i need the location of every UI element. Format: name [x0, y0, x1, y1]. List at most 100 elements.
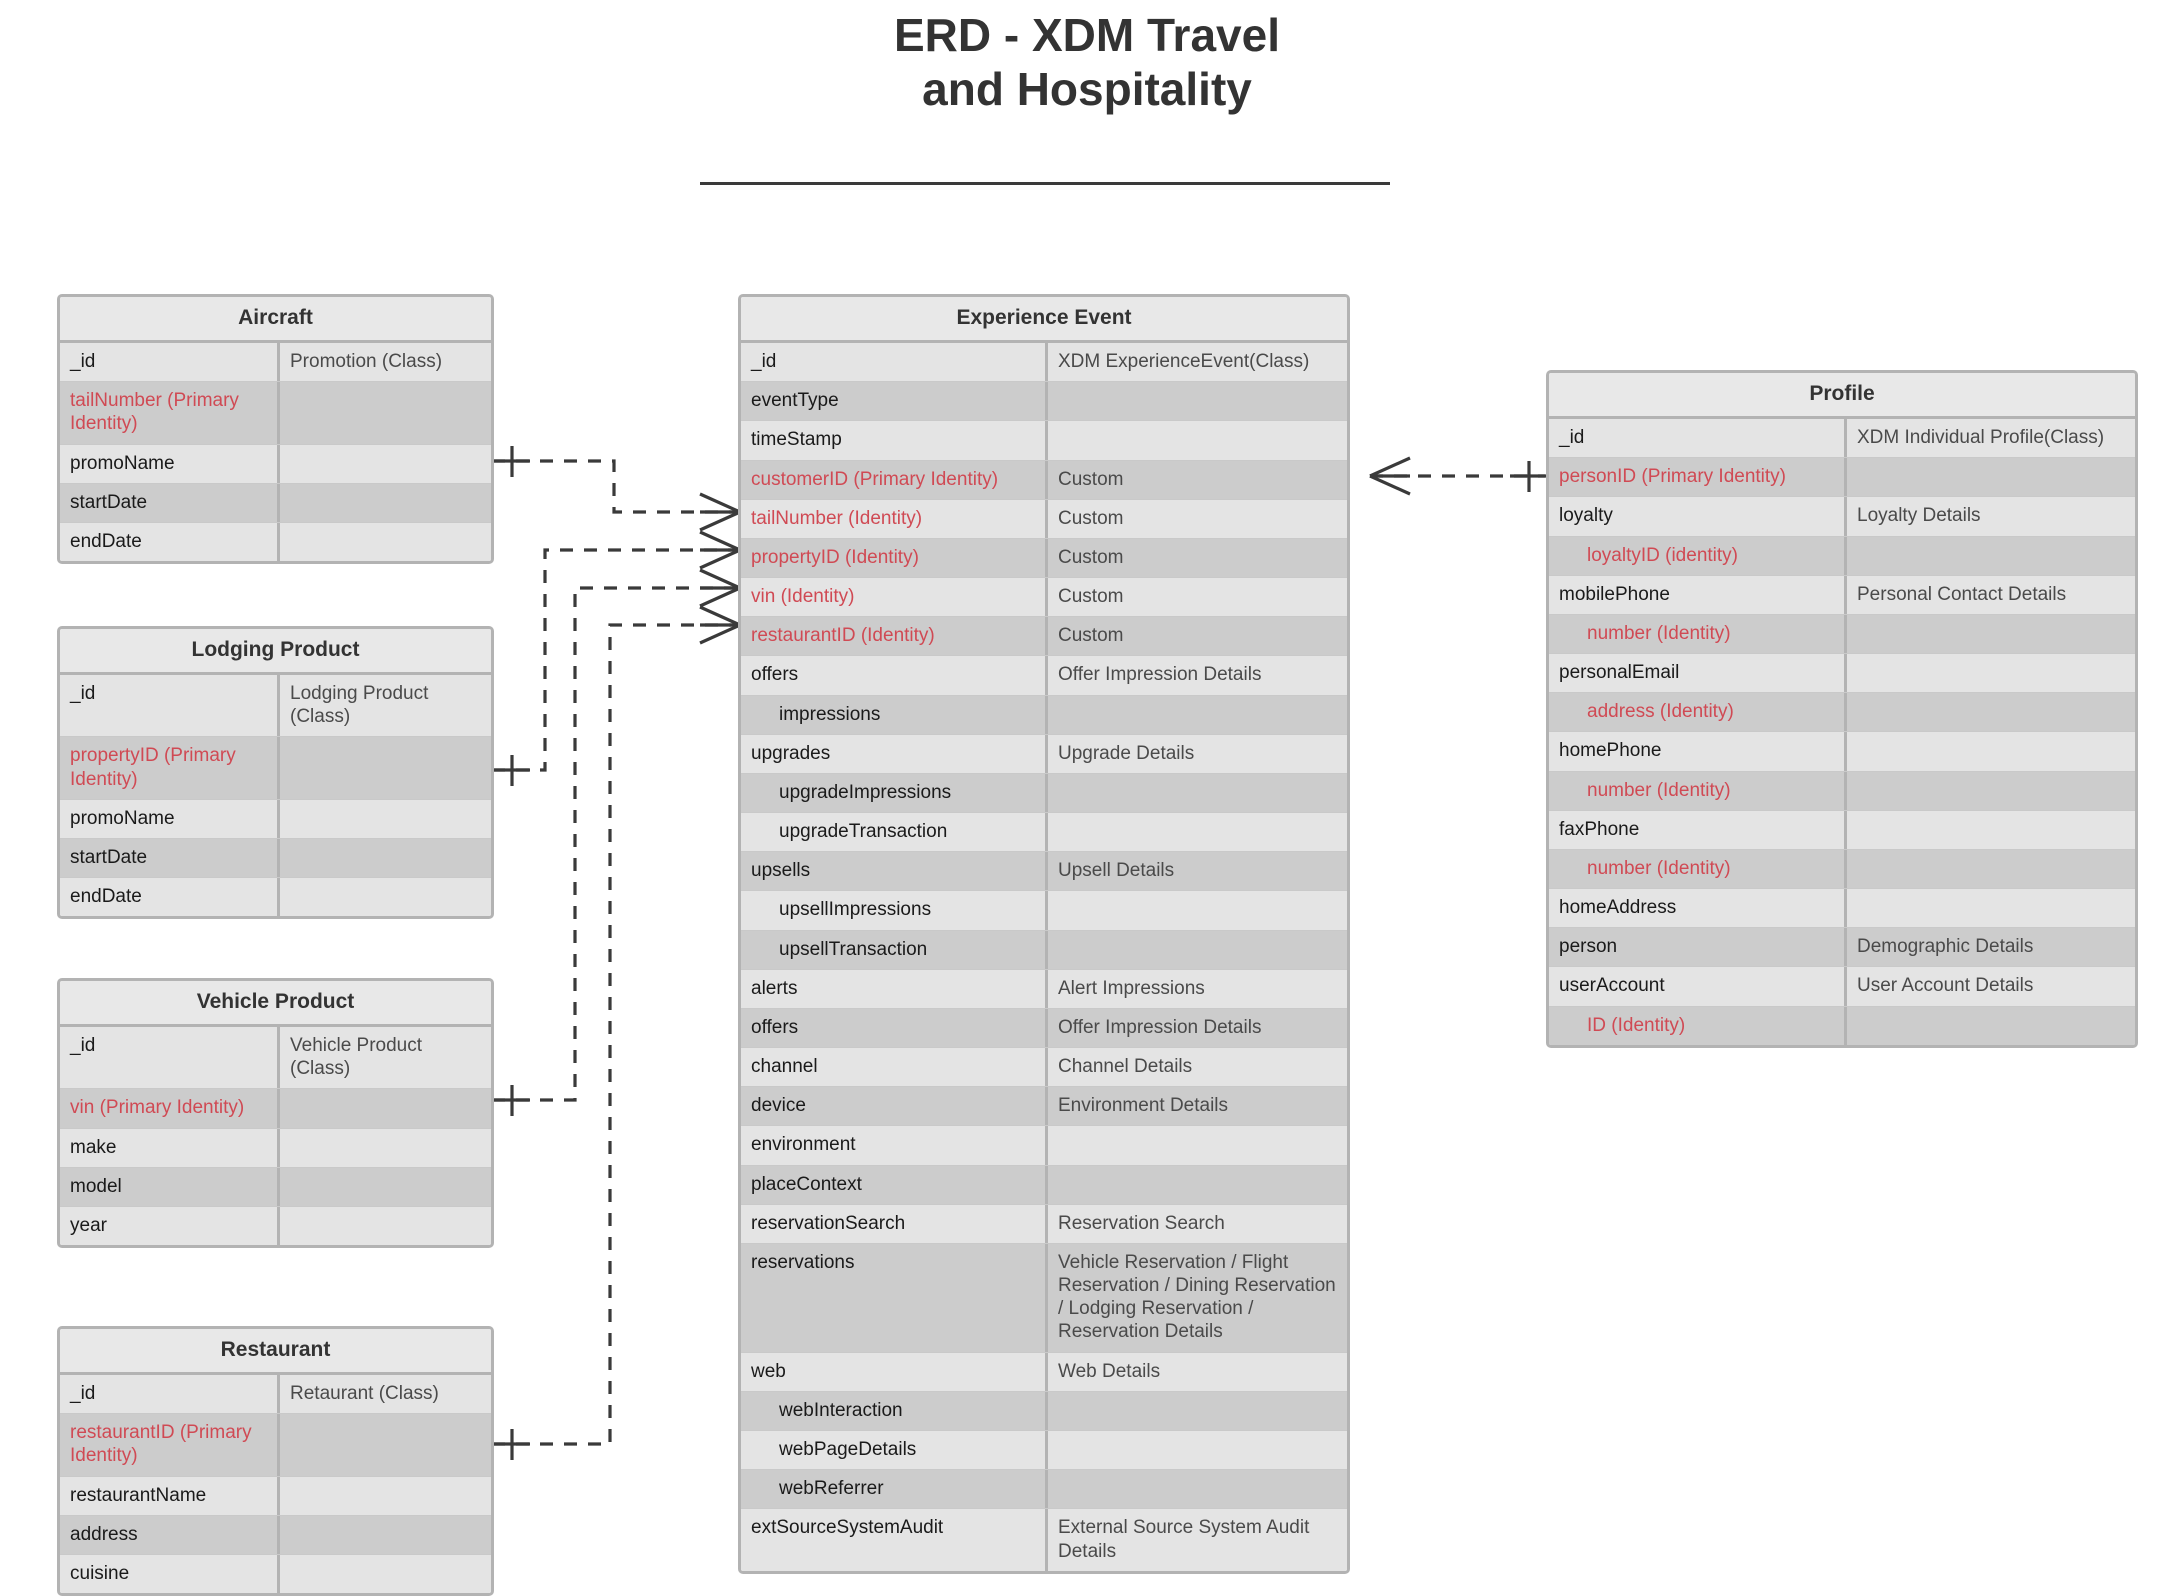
- table-row[interactable]: number (Identity): [1549, 771, 2135, 811]
- field-name: number (Identity): [1549, 849, 1847, 889]
- table-row[interactable]: webInteraction: [741, 1391, 1347, 1431]
- field-type: [280, 1477, 491, 1515]
- field-name: person: [1549, 928, 1847, 967]
- field-type: [1048, 774, 1347, 812]
- table-row[interactable]: propertyID (Identity)Custom: [741, 538, 1347, 579]
- field-name: _id: [60, 1027, 280, 1089]
- field-type: [1847, 458, 2135, 496]
- entity-aircraft-title: Aircraft: [60, 297, 491, 343]
- table-row[interactable]: tailNumber (Identity)Custom: [741, 499, 1347, 539]
- page-title-line-1: ERD - XDM Travel: [894, 9, 1280, 61]
- field-name: userAccount: [1549, 967, 1847, 1006]
- table-row[interactable]: startDate: [60, 483, 491, 523]
- table-row[interactable]: promoName: [60, 444, 491, 484]
- table-row[interactable]: propertyID (Primary Identity): [60, 737, 491, 800]
- field-name: upsellTransaction: [741, 930, 1048, 969]
- table-row[interactable]: timeStamp: [741, 421, 1347, 461]
- field-name: mobilePhone: [1549, 575, 1847, 614]
- field-type: [280, 484, 491, 522]
- crowsfoot-vin: [699, 568, 741, 608]
- table-row[interactable]: webReferrer: [741, 1470, 1347, 1510]
- table-row[interactable]: number (Identity): [1549, 849, 2135, 890]
- table-row[interactable]: upgradeTransaction: [741, 813, 1347, 853]
- table-row[interactable]: customerID (Primary Identity)Custom: [741, 460, 1347, 500]
- field-name: homeAddress: [1549, 889, 1847, 928]
- table-row[interactable]: startDate: [60, 838, 491, 879]
- table-row[interactable]: number (Identity): [1549, 614, 2135, 655]
- field-name: extSourceSystemAudit: [741, 1509, 1048, 1571]
- table-row[interactable]: promoName: [60, 799, 491, 839]
- field-type: [1048, 1392, 1347, 1430]
- table-row[interactable]: ID (Identity): [1549, 1006, 2135, 1045]
- table-row[interactable]: placeContext: [741, 1165, 1347, 1205]
- field-name: _id: [60, 675, 280, 737]
- table-row[interactable]: upsellImpressions: [741, 891, 1347, 931]
- table-row[interactable]: cuisine: [60, 1554, 491, 1594]
- table-row[interactable]: tailNumber (Primary Identity): [60, 382, 491, 445]
- field-name: restaurantName: [60, 1476, 280, 1515]
- relationship-vehicle-experience-event: [492, 586, 740, 1102]
- table-row[interactable]: faxPhone: [1549, 810, 2135, 850]
- table-row[interactable]: restaurantID (Primary Identity): [60, 1414, 491, 1477]
- table-row[interactable]: personalEmail: [1549, 654, 2135, 694]
- table-row[interactable]: make: [60, 1128, 491, 1168]
- table-row[interactable]: upsellTransaction: [741, 930, 1347, 970]
- table-row[interactable]: personID (Primary Identity): [1549, 458, 2135, 498]
- field-type: [1048, 1431, 1347, 1469]
- table-row[interactable]: year: [60, 1206, 491, 1246]
- table-row[interactable]: environment: [741, 1126, 1347, 1166]
- table-row[interactable]: eventType: [741, 382, 1347, 422]
- table-row[interactable]: address (Identity): [1549, 693, 2135, 733]
- field-type: Lodging Product (Class): [290, 683, 429, 728]
- table-row[interactable]: vin (Identity)Custom: [741, 578, 1347, 618]
- field-type: Channel Details: [1058, 1056, 1193, 1078]
- table-row[interactable]: homeAddress: [1549, 889, 2135, 929]
- field-name: startDate: [60, 483, 280, 522]
- table-row[interactable]: restaurantID (Identity)Custom: [741, 617, 1347, 657]
- table-row[interactable]: endDate: [60, 522, 491, 562]
- table-row[interactable]: webPageDetails: [741, 1430, 1347, 1471]
- field-name: eventType: [741, 382, 1048, 421]
- table-row[interactable]: restaurantName: [60, 1476, 491, 1516]
- table-row[interactable]: address: [60, 1515, 491, 1555]
- table-row[interactable]: impressions: [741, 695, 1347, 735]
- field-type: Reservation Search: [1058, 1212, 1225, 1234]
- field-type: [1847, 1007, 2135, 1045]
- table-row[interactable]: homePhone: [1549, 732, 2135, 772]
- field-name: vin (Primary Identity): [60, 1089, 280, 1128]
- table-row[interactable]: endDate: [60, 878, 491, 917]
- table-row[interactable]: vin (Primary Identity): [60, 1089, 491, 1129]
- relationship-restaurant-experience-event: [492, 623, 740, 1446]
- table-row[interactable]: upgradeImpressions: [741, 773, 1347, 814]
- field-name: environment: [741, 1126, 1048, 1165]
- table-row[interactable]: model: [60, 1167, 491, 1207]
- table-row[interactable]: loyaltyID (identity): [1549, 536, 2135, 576]
